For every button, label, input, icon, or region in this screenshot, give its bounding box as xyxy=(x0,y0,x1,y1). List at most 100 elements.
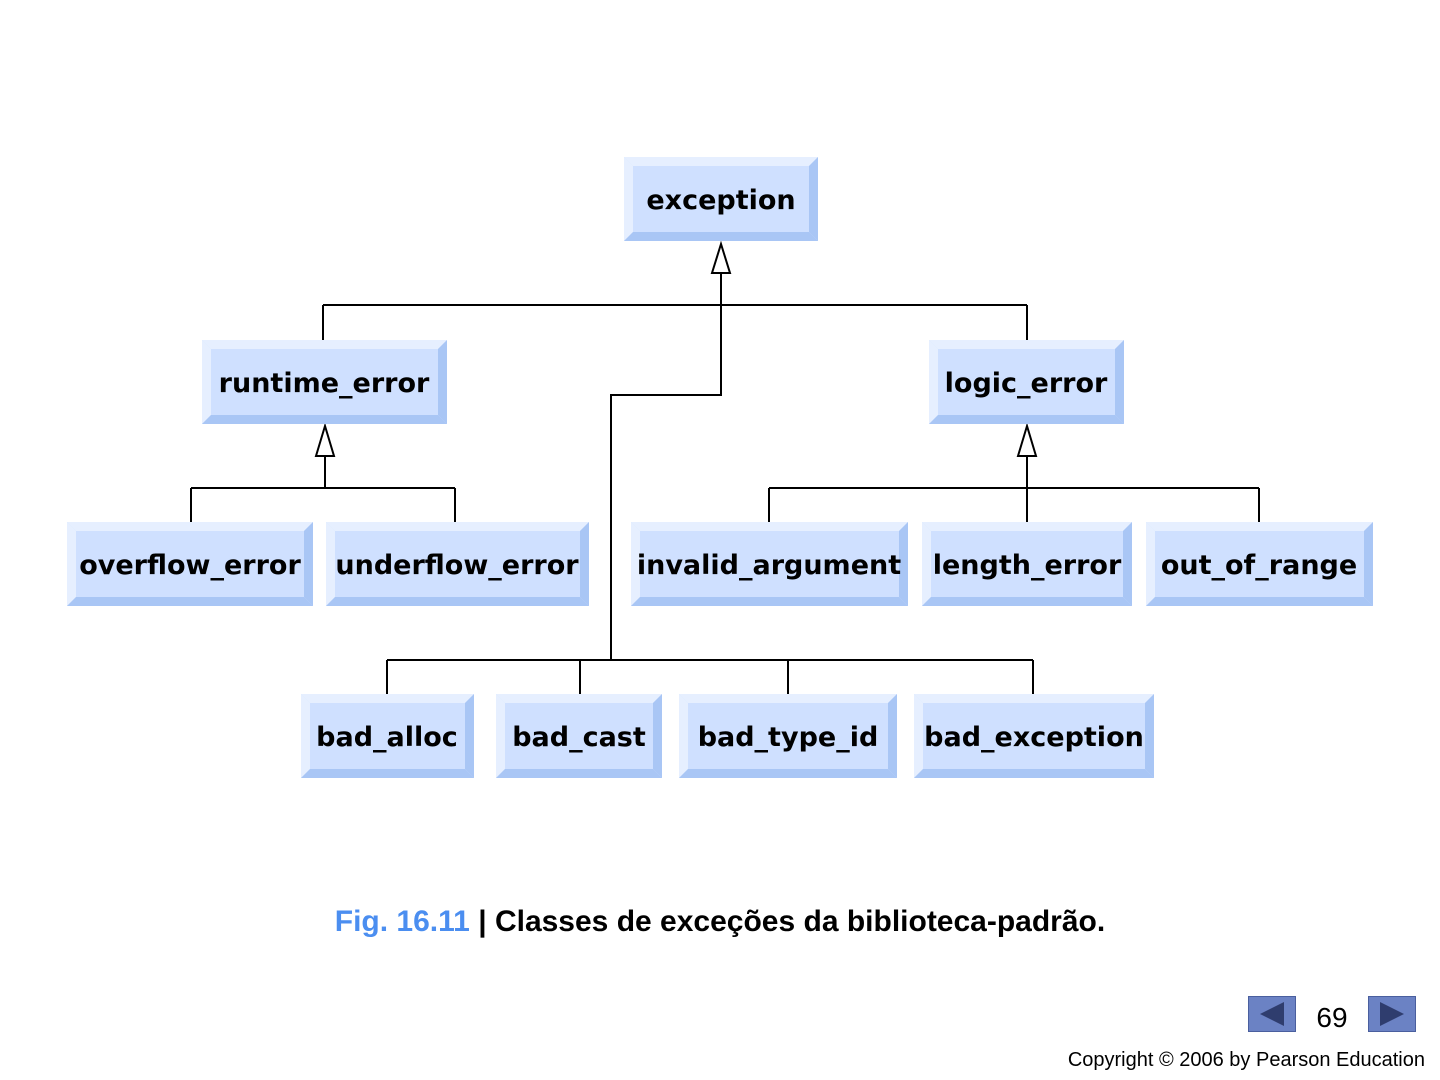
node-label-length-error: length_error xyxy=(933,550,1122,581)
box-bevel-bottom xyxy=(679,769,897,778)
node-overflow-error: overflow_error xyxy=(67,522,313,606)
box-bevel-right xyxy=(653,694,662,778)
box-bevel-top xyxy=(929,340,1124,349)
box-background xyxy=(624,157,818,241)
box-bevel-right xyxy=(465,694,474,778)
box-bevel-right xyxy=(888,694,897,778)
box-background xyxy=(1146,522,1373,606)
node-logic-error: logic_error xyxy=(929,340,1124,424)
triangle-left-icon xyxy=(1260,1002,1284,1026)
triangle-right-icon xyxy=(1380,1002,1404,1026)
copyright-notice: Copyright © 2006 by Pearson Education xyxy=(1067,1049,1425,1071)
box-background xyxy=(631,522,908,606)
box-background xyxy=(914,694,1154,778)
box-background xyxy=(326,522,589,606)
box-background xyxy=(679,694,897,778)
box-bevel-bottom xyxy=(1146,597,1373,606)
box-bevel-right xyxy=(1145,694,1154,778)
node-exception: exception xyxy=(624,157,818,241)
box-bevel-left xyxy=(326,522,335,606)
box-bevel-top xyxy=(202,340,447,349)
box-bevel-top xyxy=(922,522,1132,531)
box-bevel-bottom xyxy=(922,597,1132,606)
box-background xyxy=(301,694,474,778)
box-bevel-right xyxy=(580,522,589,606)
node-bad-exception: bad_exception xyxy=(914,694,1154,778)
box-bevel-bottom xyxy=(914,769,1154,778)
arrowhead-logic-error xyxy=(1016,422,1038,457)
inheritance-arrowheads xyxy=(314,240,1038,457)
box-bevel-top xyxy=(67,522,313,531)
node-out-of-range: out_of_range xyxy=(1146,522,1373,606)
box-bevel-left xyxy=(301,694,310,778)
box-bevel-left xyxy=(914,694,923,778)
node-invalid-argument: invalid_argument xyxy=(631,522,908,606)
box-background xyxy=(922,522,1132,606)
box-bevel-left xyxy=(679,694,688,778)
node-label-out-of-range: out_of_range xyxy=(1161,550,1357,581)
connector-lines xyxy=(190,273,1260,695)
box-bevel-right xyxy=(1115,340,1124,424)
figure-number: Fig. 16.11 xyxy=(334,905,470,938)
box-bevel-bottom xyxy=(624,232,818,241)
box-bevel-top xyxy=(624,157,818,166)
box-bevel-left xyxy=(202,340,211,424)
node-label-exception: exception xyxy=(646,185,795,216)
box-bevel-bottom xyxy=(631,597,908,606)
box-bevel-left xyxy=(929,340,938,424)
node-bad-type-id: bad_type_id xyxy=(679,694,897,778)
page-number: 69 xyxy=(1316,1002,1348,1033)
box-background xyxy=(202,340,447,424)
box-bevel-right xyxy=(1364,522,1373,606)
box-bevel-left xyxy=(922,522,931,606)
next-slide-button[interactable] xyxy=(1368,996,1416,1032)
box-bevel-top xyxy=(914,694,1154,703)
node-bad-cast: bad_cast xyxy=(496,694,662,778)
caption-text: Classes de exceções da biblioteca-padrão… xyxy=(494,905,1106,938)
node-length-error: length_error xyxy=(922,522,1132,606)
box-bevel-bottom xyxy=(202,415,447,424)
box-background xyxy=(496,694,662,778)
box-bevel-right xyxy=(304,522,313,606)
box-bevel-bottom xyxy=(326,597,589,606)
box-background xyxy=(929,340,1124,424)
box-bevel-right xyxy=(438,340,447,424)
box-bevel-left xyxy=(67,522,76,606)
caption-separator: | xyxy=(478,905,487,938)
previous-slide-button[interactable] xyxy=(1248,996,1296,1032)
box-bevel-left xyxy=(496,694,505,778)
box-bevel-bottom xyxy=(67,597,313,606)
box-bevel-top xyxy=(679,694,897,703)
box-bevel-top xyxy=(326,522,589,531)
node-label-runtime-error: runtime_error xyxy=(219,368,430,399)
edge-bad-group-route xyxy=(610,305,722,660)
node-label-bad-alloc: bad_alloc xyxy=(316,722,458,753)
box-bevel-left xyxy=(624,157,633,241)
box-bevel-bottom xyxy=(929,415,1124,424)
node-label-bad-cast: bad_cast xyxy=(512,722,646,753)
box-bevel-right xyxy=(809,157,818,241)
node-label-bad-exception: bad_exception xyxy=(924,722,1144,753)
box-bevel-bottom xyxy=(496,769,662,778)
class-hierarchy-diagram: exception runtime_error logic_error over… xyxy=(67,157,1373,778)
box-bevel-left xyxy=(631,522,640,606)
class-boxes: exception runtime_error logic_error over… xyxy=(67,157,1373,778)
node-runtime-error: runtime_error xyxy=(202,340,447,424)
box-bevel-bottom xyxy=(301,769,474,778)
box-bevel-top xyxy=(301,694,474,703)
box-bevel-top xyxy=(1146,522,1373,531)
node-label-underflow-error: underflow_error xyxy=(335,550,579,581)
node-label-logic-error: logic_error xyxy=(945,368,1108,399)
box-bevel-right xyxy=(1123,522,1132,606)
node-underflow-error: underflow_error xyxy=(326,522,589,606)
arrowhead-exception xyxy=(710,240,732,274)
box-bevel-right xyxy=(899,522,908,606)
figure-caption: Fig. 16.11 | Classes de exceções da bibl… xyxy=(0,905,1440,939)
box-background xyxy=(67,522,313,606)
node-label-invalid-argument: invalid_argument xyxy=(637,550,901,581)
box-bevel-top xyxy=(496,694,662,703)
node-label-overflow-error: overflow_error xyxy=(79,550,301,581)
node-bad-alloc: bad_alloc xyxy=(301,694,474,778)
node-label-bad-type-id: bad_type_id xyxy=(698,722,879,753)
box-bevel-left xyxy=(1146,522,1155,606)
